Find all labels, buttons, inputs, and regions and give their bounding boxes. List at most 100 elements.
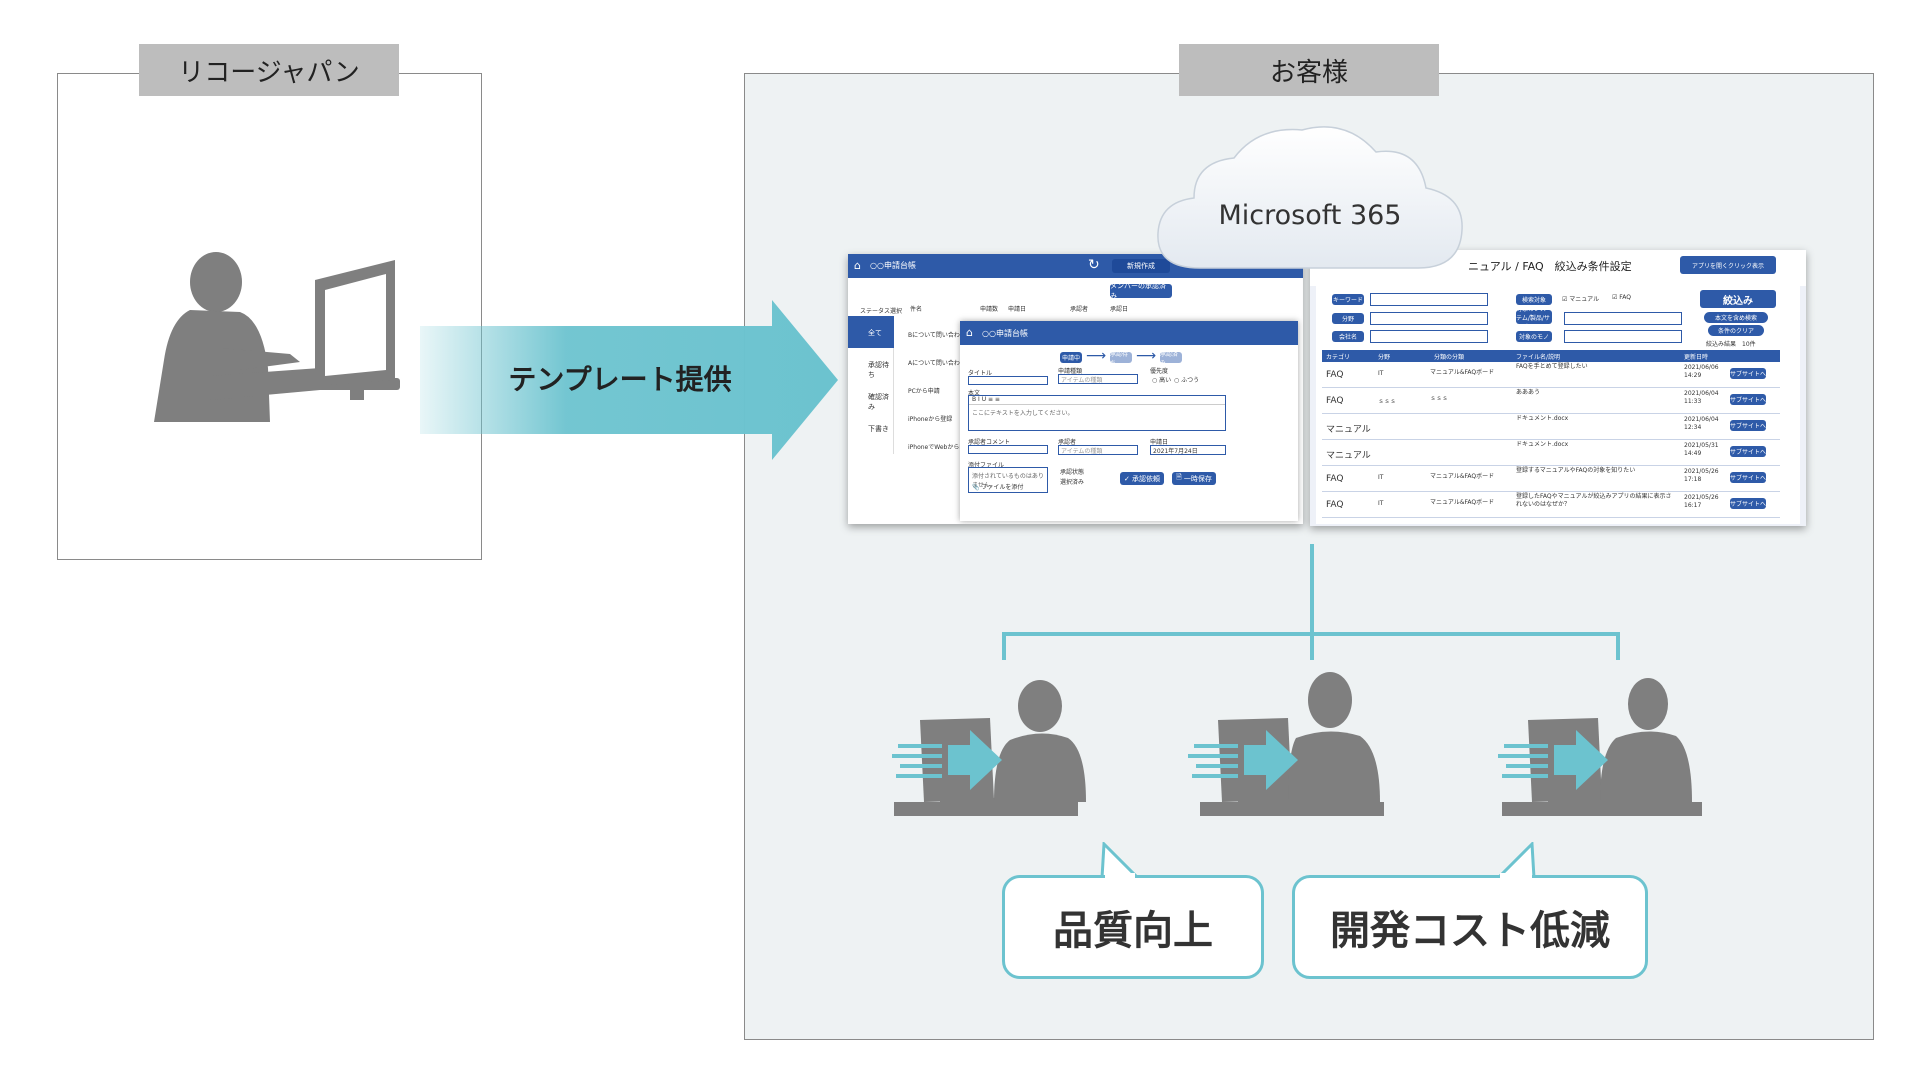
list-item[interactable]: iPhoneでWebからPC bbox=[908, 444, 968, 451]
status-all[interactable]: 全て bbox=[848, 316, 894, 348]
priority-label: 優先度 bbox=[1150, 368, 1169, 375]
cloud-icon bbox=[1157, 126, 1463, 269]
system-select[interactable] bbox=[1564, 312, 1682, 325]
faq-search-screenshot: ニュアル / FAQ 絞込み条件設定 アプリを開くクリック表示 キーワード 分野… bbox=[1310, 250, 1806, 526]
list-item[interactable]: Bについて問い合わせ bbox=[908, 332, 966, 339]
radio-normal[interactable]: ○ ふつう bbox=[1174, 377, 1200, 384]
row-date: 2021/06/04 bbox=[1684, 416, 1719, 423]
notice-button[interactable]: アプリを開くクリック表示 bbox=[1680, 256, 1776, 274]
comment-input[interactable] bbox=[968, 445, 1048, 454]
title-input[interactable] bbox=[968, 376, 1048, 385]
type-select[interactable]: アイテムの種類 bbox=[1058, 374, 1138, 384]
submit-approval-button[interactable]: ✓ 承認依頼 bbox=[1120, 472, 1164, 485]
step-2: 承認待ち bbox=[1110, 351, 1132, 367]
row-category: マニュアル bbox=[1326, 451, 1371, 461]
clear-button[interactable]: 条件のクリア bbox=[1708, 325, 1764, 336]
field-select[interactable] bbox=[1370, 312, 1488, 325]
approver-select[interactable]: アイテムの種類 bbox=[1058, 445, 1138, 455]
bubble-1-tail bbox=[1100, 842, 1140, 878]
row-subcategory: マニュアル&FAQボード bbox=[1430, 499, 1495, 506]
save-icon: 🗎 bbox=[1176, 473, 1184, 481]
editor-toolbar[interactable]: B I U ≡ ≡ bbox=[969, 396, 1225, 405]
date-picker[interactable]: 2021年7月24日 bbox=[1150, 445, 1226, 455]
row-category: FAQ bbox=[1326, 396, 1344, 406]
subsite-button[interactable]: サブサイトへ bbox=[1730, 498, 1766, 509]
row-time: 14:49 bbox=[1684, 450, 1702, 457]
col-header: 申請数 bbox=[980, 306, 999, 313]
subsite-button[interactable]: サブサイトへ bbox=[1730, 472, 1766, 483]
row-time: 12:34 bbox=[1684, 424, 1702, 431]
cloud-label: Microsoft 365 bbox=[1218, 200, 1402, 231]
attach-file-label: ファイルを添付 bbox=[981, 484, 1024, 491]
attach-text: 添付されているものはありません。 bbox=[972, 473, 1044, 489]
attach-area: 添付されているものはありません。 📎 ファイルを添付 bbox=[968, 467, 1048, 493]
col-header: 申請日 bbox=[1008, 306, 1027, 313]
type-label: 申請種類 bbox=[1058, 368, 1083, 375]
application-form-screenshot: ⌂ ○○申請台帳 ↻ 新規作成 メンバーの承認済み ステータス選択 件名 申請数… bbox=[848, 254, 1303, 524]
new-button[interactable]: 新規作成 bbox=[1112, 259, 1170, 273]
save-draft-label: 一時保存 bbox=[1183, 474, 1212, 483]
check-icon: ✓ bbox=[1123, 474, 1133, 483]
row-subcategory: マニュアル&FAQボード bbox=[1430, 369, 1495, 376]
subsite-button[interactable]: サブサイトへ bbox=[1730, 368, 1766, 379]
row-subcategory: マニュアル&FAQボード bbox=[1430, 473, 1495, 480]
subsite-button[interactable]: サブサイトへ bbox=[1730, 394, 1766, 405]
col-header: 件名 bbox=[910, 306, 923, 313]
member-approved-button[interactable]: メンバーの承認済み bbox=[1110, 282, 1172, 300]
keyword-label: キーワード bbox=[1332, 294, 1364, 305]
attach-file-button[interactable]: 📎 ファイルを添付 bbox=[972, 484, 1024, 491]
row-description: あああう bbox=[1516, 389, 1541, 396]
target-object-select[interactable] bbox=[1564, 330, 1682, 343]
form-header bbox=[960, 321, 1298, 345]
status-confirmed[interactable]: 確認済み bbox=[868, 393, 889, 411]
step-3: 承認済み bbox=[1160, 351, 1182, 367]
company-select[interactable] bbox=[1370, 330, 1488, 343]
subsite-button[interactable]: サブサイトへ bbox=[1730, 420, 1766, 431]
fulltext-search-button[interactable]: 本文を含め検索 bbox=[1704, 312, 1768, 323]
save-draft-button[interactable]: 🗎 一時保存 bbox=[1172, 472, 1216, 485]
body-textarea[interactable]: B I U ≡ ≡ ここにテキストを入力してください。 bbox=[968, 395, 1226, 431]
row-description: ドキュメント.docx bbox=[1516, 415, 1569, 422]
arrow-right-icon: ⟶ bbox=[1136, 348, 1157, 364]
status-pending[interactable]: 承認待ち bbox=[868, 361, 889, 379]
distribution-connector bbox=[1002, 544, 1620, 660]
user-1-icon bbox=[892, 680, 1086, 816]
row-field: IT bbox=[1378, 474, 1384, 481]
form-title: ○○申請台帳 bbox=[982, 329, 1028, 338]
bubble-2-tail bbox=[1496, 842, 1536, 878]
title-label: タイトル bbox=[968, 370, 993, 377]
search-button[interactable]: 絞込み bbox=[1700, 290, 1776, 308]
header-category: カテゴリ bbox=[1326, 354, 1351, 361]
row-field: IT bbox=[1378, 500, 1384, 507]
list-item[interactable]: PCから申請 bbox=[908, 388, 940, 395]
row-date: 2021/06/06 bbox=[1684, 364, 1719, 371]
list-item[interactable]: Aについて問い合わせ bbox=[908, 360, 966, 367]
home-icon: ⌂ bbox=[854, 259, 861, 272]
bubble-2-tail-join bbox=[1500, 873, 1532, 879]
benefit-quality: 品質向上 bbox=[1002, 875, 1264, 979]
checkbox-manual[interactable]: ☑ マニュアル bbox=[1562, 296, 1600, 303]
attach-label: 添付ファイル bbox=[968, 462, 1005, 469]
keyword-input[interactable] bbox=[1370, 293, 1488, 306]
header-field: 分野 bbox=[1378, 354, 1391, 361]
status-draft[interactable]: 下書き bbox=[868, 425, 889, 433]
checkbox-manual-label: マニュアル bbox=[1569, 296, 1600, 303]
result-label-text: 絞込み結果 bbox=[1706, 341, 1737, 348]
arrow-label: テンプレート提供 bbox=[508, 363, 732, 396]
row-description: 登録するマニュアルやFAQの対象を知りたい bbox=[1516, 467, 1636, 474]
form-dialog: ⌂ ○○申請台帳 申請中 ⟶ 承認待ち ⟶ 承認済み タイトル 申請種類 アイテ… bbox=[960, 321, 1298, 521]
list-item[interactable]: iPhoneから登録 bbox=[908, 416, 953, 423]
radio-high[interactable]: ○ 高い bbox=[1152, 377, 1172, 384]
result-label: 絞込み結果 10件 bbox=[1706, 339, 1756, 348]
bubble-1-tail-join bbox=[1105, 873, 1135, 879]
checkbox-faq[interactable]: ☑ FAQ bbox=[1612, 294, 1631, 301]
approve-state-value: 選択済み bbox=[1060, 479, 1085, 486]
faq-title: ニュアル / FAQ 絞込み条件設定 bbox=[1468, 260, 1632, 273]
subsite-button[interactable]: サブサイトへ bbox=[1730, 446, 1766, 457]
